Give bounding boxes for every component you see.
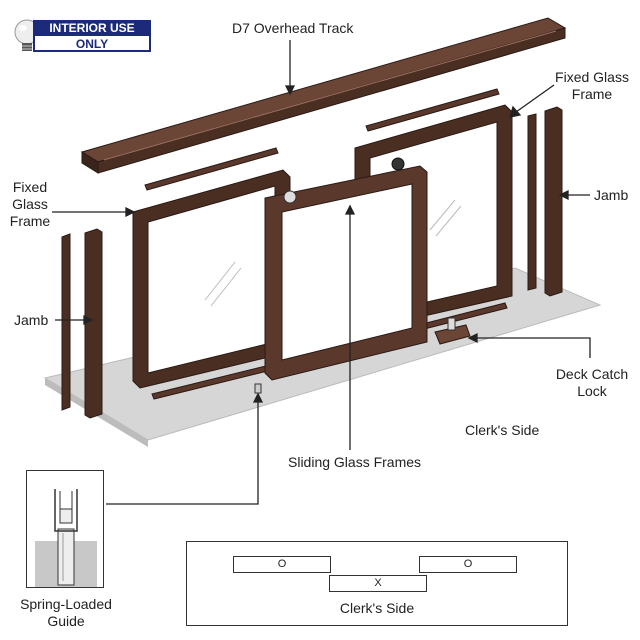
badge-line2: ONLY bbox=[75, 37, 109, 51]
label-spring-loaded-guide: Spring-Loaded Guide bbox=[20, 596, 112, 629]
label-fixed-glass-frame-left: Fixed Glass Frame bbox=[9, 179, 51, 229]
plan-caption: Clerk's Side bbox=[339, 600, 415, 616]
plan-panel-right: O bbox=[419, 556, 517, 573]
jamb-left bbox=[61, 228, 103, 419]
label-clerks-side-main: Clerk's Side bbox=[465, 422, 540, 438]
top-rail-left bbox=[144, 147, 279, 191]
jamb-right bbox=[527, 106, 563, 297]
plan-view: O O X Clerk's Side bbox=[186, 541, 568, 626]
top-rail-right bbox=[365, 88, 500, 132]
badge-line1: INTERIOR USE bbox=[33, 20, 151, 36]
plan-panel-left: O bbox=[233, 556, 331, 573]
label-deck-catch-lock: Deck Catch Lock bbox=[555, 366, 629, 399]
spring-guide-inset bbox=[26, 470, 104, 588]
plan-panel-center: X bbox=[329, 575, 427, 592]
overhead-track bbox=[80, 17, 567, 174]
sliding-frame bbox=[264, 157, 428, 381]
leader-lines bbox=[52, 40, 591, 505]
spring-guide-detail bbox=[35, 489, 97, 587]
label-jamb-left: Jamb bbox=[14, 312, 49, 328]
fixed-frame-left bbox=[132, 169, 291, 389]
deck-catch-lock bbox=[434, 317, 471, 345]
label-sliding-glass-frames: Sliding Glass Frames bbox=[288, 454, 422, 470]
interior-use-badge: INTERIOR USE ONLY bbox=[11, 18, 151, 54]
label-jamb-right: Jamb bbox=[594, 187, 629, 203]
label-fixed-glass-frame-right: Fixed Glass Frame bbox=[555, 69, 629, 102]
label-overhead-track: D7 Overhead Track bbox=[232, 20, 354, 36]
